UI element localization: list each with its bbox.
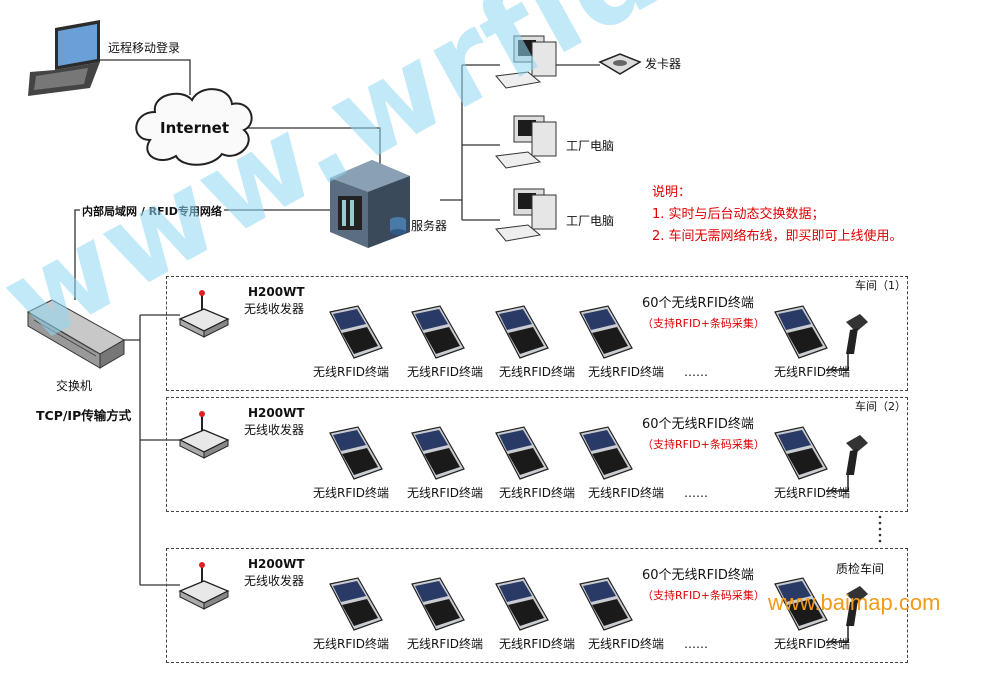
terminal-label: 无线RFID终端 [774, 486, 851, 500]
terminal-label: 无线RFID终端 [588, 365, 665, 379]
terminal-label: 无线RFID终端 [588, 637, 665, 651]
workshop-name: 质检车间 [836, 562, 885, 576]
terminal-label: 无线RFID终端 [499, 365, 576, 379]
rfid-terminal-icon [411, 577, 465, 631]
rfid-terminal-icon [495, 426, 549, 480]
terminal-label: 无线RFID终端 [407, 365, 484, 379]
rfid-terminal-icon [579, 577, 633, 631]
factory-pc-2-label: 工厂电脑 [566, 214, 615, 228]
terminal-support: （支持RFID+条码采集） [642, 317, 765, 330]
internet-label: Internet [160, 119, 230, 137]
rfid-terminal-icon [329, 426, 383, 480]
terminal-support: （支持RFID+条码采集） [642, 438, 765, 451]
terminal-ellipsis: …… [684, 486, 708, 500]
server-label: 服务器 [411, 219, 448, 233]
rfid-terminal-icon [579, 426, 633, 480]
terminal-label: 无线RFID终端 [313, 365, 390, 379]
rfid-terminal-icon [411, 426, 465, 480]
transceiver-label: 无线收发器 [244, 302, 305, 316]
terminal-ellipsis: …… [684, 365, 708, 379]
transceiver-label: 无线收发器 [244, 423, 305, 437]
transceiver-label: 无线收发器 [244, 574, 305, 588]
rfid-terminal-icon [495, 577, 549, 631]
terminal-label: 无线RFID终端 [407, 486, 484, 500]
rfid-terminal-icon [329, 305, 383, 359]
lan-label: 内部局域网 / RFID专用网络 [80, 205, 224, 219]
rfid-terminal-icon [411, 305, 465, 359]
terminal-support: （支持RFID+条码采集） [642, 589, 765, 602]
terminal-label: 无线RFID终端 [313, 486, 390, 500]
transceiver-model: H200WT [248, 285, 305, 299]
workshop-zone-1 [166, 276, 908, 391]
wireless-transceiver-icon [178, 290, 230, 338]
rfid-terminal-icon [495, 305, 549, 359]
barcode-scanner-icon [826, 586, 868, 643]
transceiver-model: H200WT [248, 557, 305, 571]
wireless-transceiver-icon [178, 562, 230, 610]
workshop-name: 车间（1） [855, 279, 906, 292]
notes-title: 说明： [652, 185, 692, 200]
switch-label: 交换机 [56, 379, 93, 393]
workshop-name: 车间（2） [855, 400, 906, 413]
terminal-label: 无线RFID终端 [774, 637, 851, 651]
transport-label: TCP/IP传输方式 [36, 408, 132, 423]
rfid-terminal-icon [774, 577, 828, 631]
terminal-label: 无线RFID终端 [774, 365, 851, 379]
terminal-label: 无线RFID终端 [499, 637, 576, 651]
barcode-scanner-icon [826, 435, 868, 492]
terminal-label: 无线RFID终端 [588, 486, 665, 500]
terminal-label: 无线RFID终端 [407, 637, 484, 651]
terminal-count: 60个无线RFID终端 [642, 417, 754, 432]
workshop-zone-2 [166, 397, 908, 512]
rfid-terminal-icon [579, 305, 633, 359]
baimap-watermark: www.baimap.com [768, 590, 941, 615]
terminal-count: 60个无线RFID终端 [642, 568, 754, 583]
terminal-label: 无线RFID终端 [499, 486, 576, 500]
terminal-ellipsis: …… [684, 637, 708, 651]
remote-login-label: 远程移动登录 [108, 41, 181, 55]
rfid-terminal-icon [774, 305, 828, 359]
factory-pc-1-label: 工厂电脑 [566, 139, 615, 153]
barcode-scanner-icon [826, 314, 868, 371]
terminal-label: 无线RFID终端 [313, 637, 390, 651]
terminal-count: 60个无线RFID终端 [642, 296, 754, 311]
wireless-transceiver-icon [178, 411, 230, 459]
notes-line-2: 2. 车间无需网络布线，即买即可上线使用。 [652, 229, 903, 244]
workshop-zone-3 [166, 548, 908, 663]
rfid-terminal-icon [774, 426, 828, 480]
notes-line-1: 1. 实时与后台动态交换数据； [652, 207, 825, 222]
transceiver-model: H200WT [248, 406, 305, 420]
rfid-terminal-icon [329, 577, 383, 631]
card-issuer-label: 发卡器 [645, 57, 682, 71]
